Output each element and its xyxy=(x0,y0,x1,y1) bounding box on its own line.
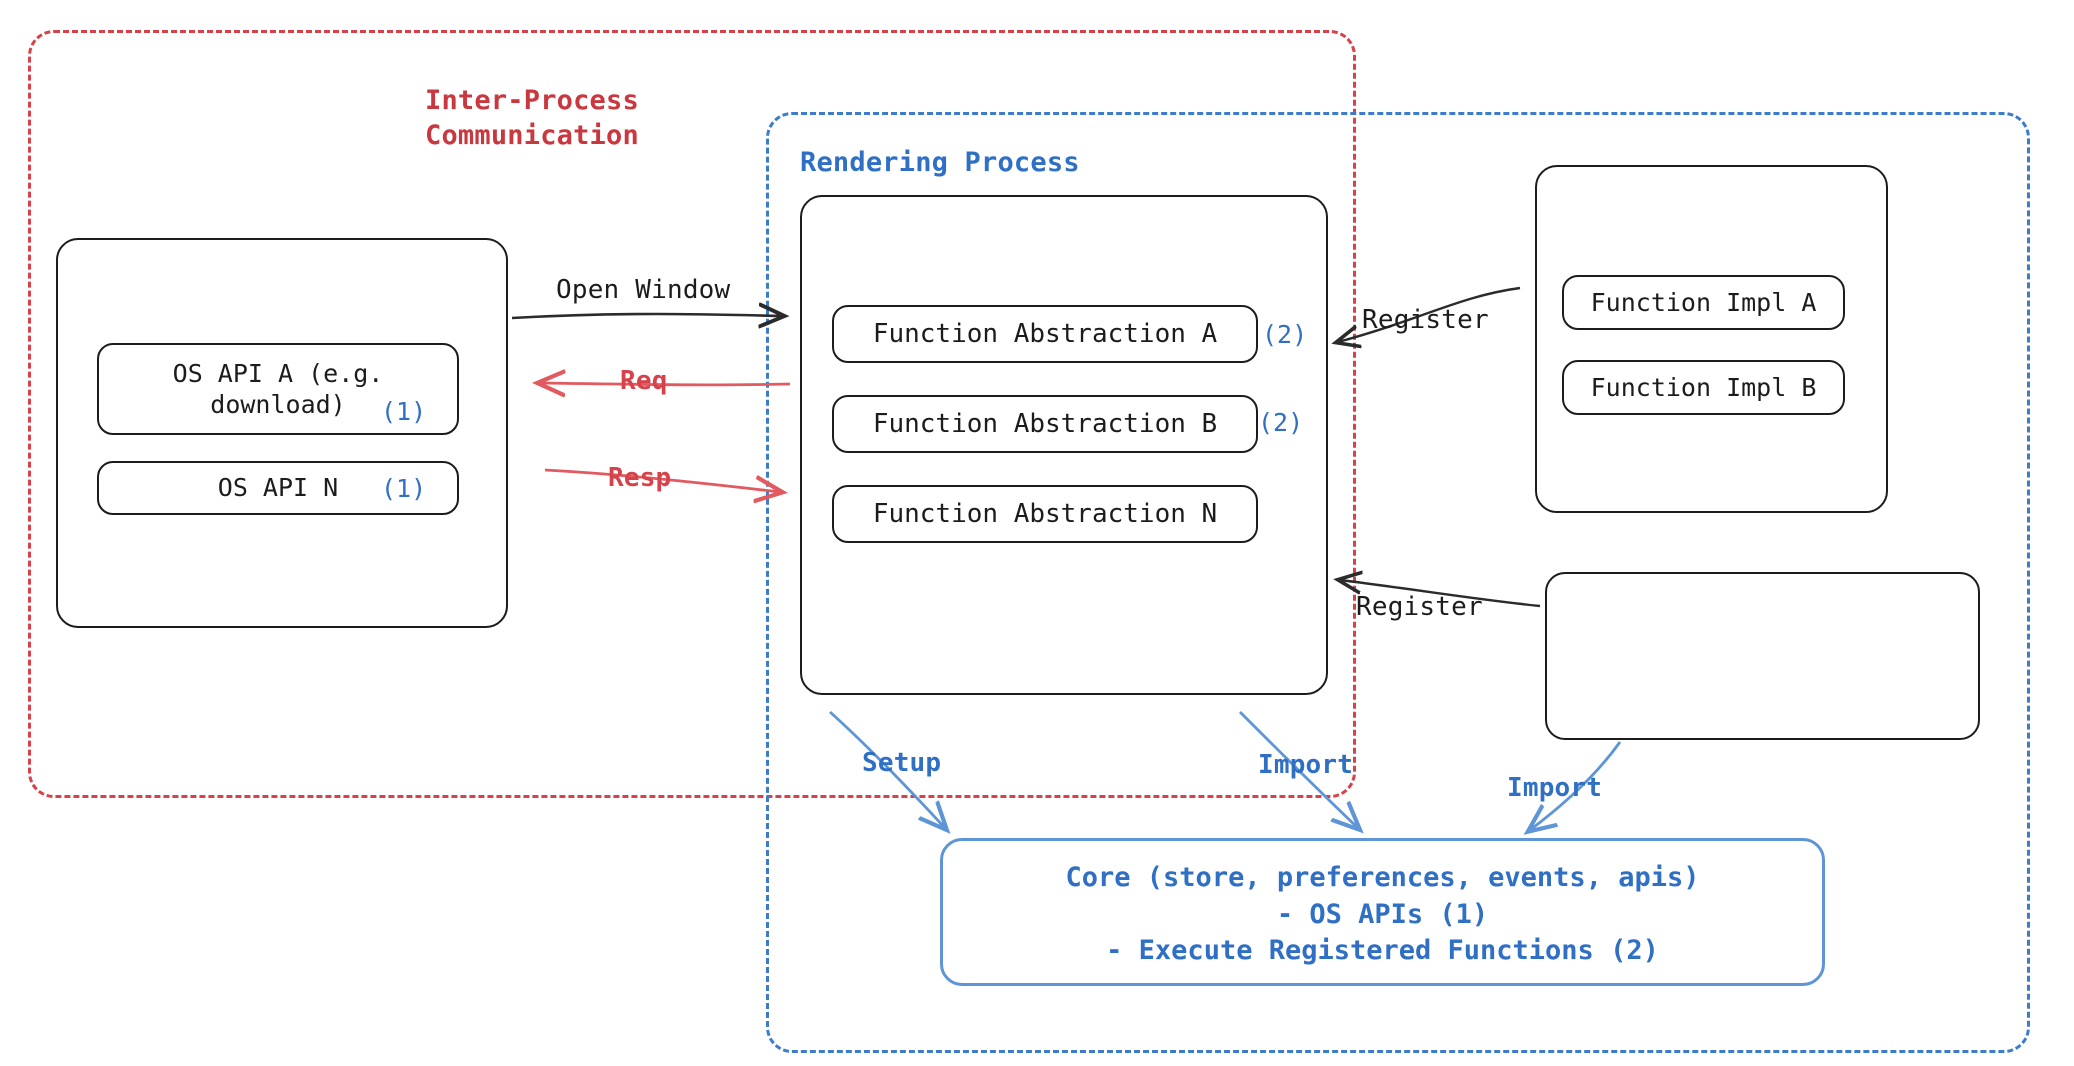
plugin-a-function-impl-b-pill: Function Impl B xyxy=(1562,360,1845,415)
edge-label-import-plugin-b: Import xyxy=(1507,773,1603,803)
function-abstraction-a-marker: (2) xyxy=(1262,320,1308,349)
function-abstraction-b-marker: (2) xyxy=(1258,408,1304,437)
os-api-a-marker: (1) xyxy=(381,397,427,426)
function-abstraction-n-pill: Function Abstraction N xyxy=(832,485,1258,543)
os-api-n-marker: (1) xyxy=(381,474,427,503)
edge-label-resp: Resp xyxy=(608,463,672,493)
group-rendering-process xyxy=(766,112,2030,1053)
os-api-a-pill: OS API A (e.g. download) xyxy=(97,343,459,435)
edge-label-register-plugin-b: Register xyxy=(1356,592,1483,622)
group-title-rendering-process: Rendering Process xyxy=(800,147,1080,178)
group-title-ipc: Inter-Process Communication xyxy=(425,85,639,151)
function-abstraction-a-pill: Function Abstraction A xyxy=(832,305,1258,363)
edge-label-setup: Setup xyxy=(862,748,942,778)
plugin-a-function-impl-a-pill: Function Impl A xyxy=(1562,275,1845,330)
edge-label-import-web: Import xyxy=(1258,750,1354,780)
function-abstraction-b-pill: Function Abstraction B xyxy=(832,395,1258,453)
core-box xyxy=(940,838,1825,986)
os-api-n-pill: OS API N xyxy=(97,461,459,515)
edge-label-open-window: Open Window xyxy=(556,275,731,305)
plugin-a-box xyxy=(1535,165,1888,513)
core-text: Core (store, preferences, events, apis) … xyxy=(1065,862,1700,967)
plugin-b-box xyxy=(1545,572,1980,740)
edge-label-register-plugin-a: Register xyxy=(1362,305,1489,335)
group-inter-process-communication xyxy=(28,30,1356,798)
edge-label-req: Req xyxy=(620,366,668,396)
